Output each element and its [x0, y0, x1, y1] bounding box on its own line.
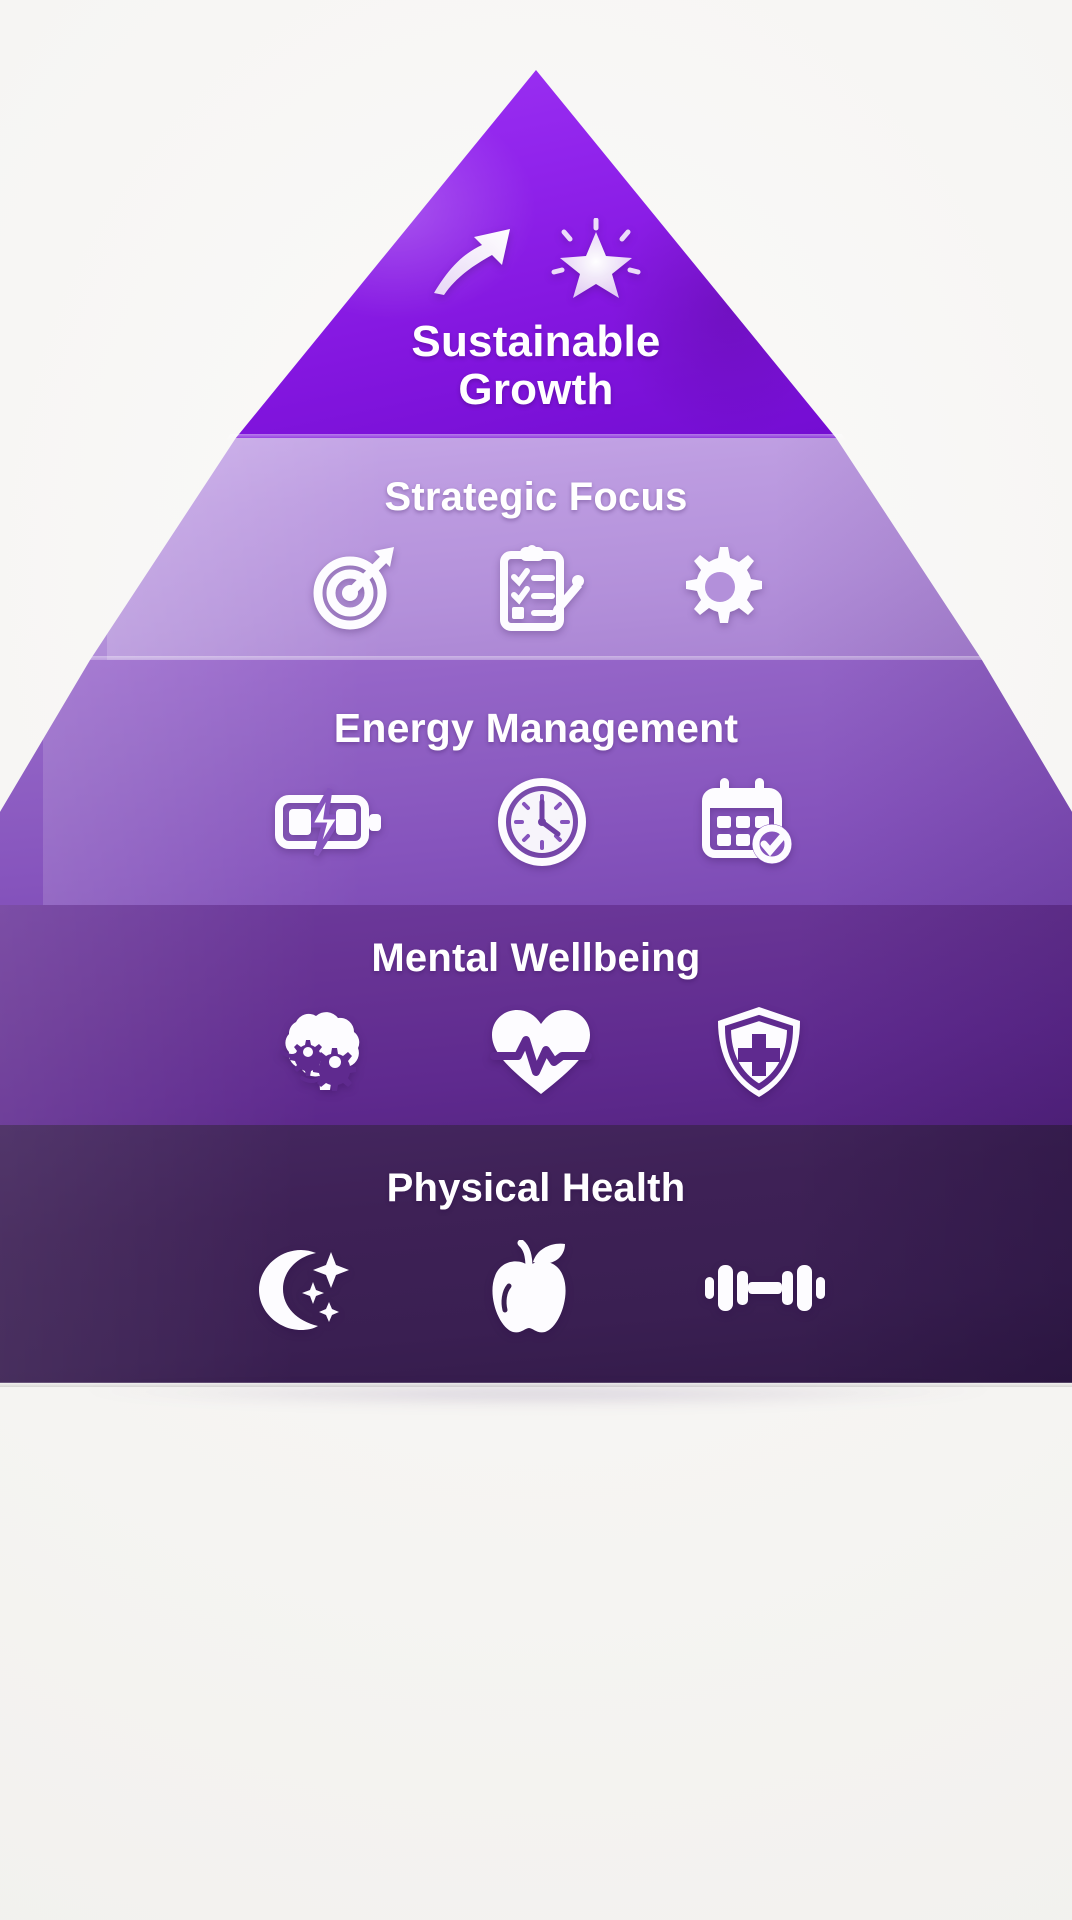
tier-5-face [0, 1125, 1072, 1383]
brain-gears-icon [266, 1008, 370, 1096]
tier-5-label: Physical Health [386, 1166, 686, 1210]
dumbbell-icon [703, 1255, 827, 1321]
tier-2-content: Strategic Focus [0, 438, 1072, 660]
sparkle-star-icon [550, 218, 642, 302]
calendar-check-icon [698, 776, 798, 868]
tier-2-icon-row [0, 541, 1072, 633]
tier-5-icon-row [0, 1240, 1072, 1336]
pyramid-tier-strategic-focus[interactable]: Strategic Focus [0, 438, 1072, 660]
tier-2-label: Strategic Focus [384, 475, 688, 519]
pyramid-tier-physical-health[interactable]: Physical Health [0, 1125, 1072, 1383]
tier-3-content: Energy Management [0, 660, 1072, 905]
moon-stars-icon [245, 1242, 355, 1334]
growth-arrow-icon [430, 223, 516, 297]
apple-icon [483, 1240, 575, 1336]
tier-1-icon-row [0, 218, 1072, 302]
tier-4-label: Mental Wellbeing [371, 936, 701, 980]
heart-pulse-icon [488, 1006, 594, 1098]
tier-1-content: Sustainable Growth [0, 70, 1072, 438]
pyramid-tier-sustainable-growth[interactable]: Sustainable Growth [0, 70, 1072, 438]
clock-icon [496, 776, 588, 868]
clipboard-checklist-pencil-icon [492, 541, 584, 633]
pyramid-drop-shadow [18, 1388, 1058, 1414]
tier-4-icon-row [0, 1004, 1072, 1100]
tier-5-content: Physical Health [0, 1125, 1072, 1383]
battery-charging-icon [274, 785, 386, 859]
shield-medical-cross-icon [712, 1004, 806, 1100]
pyramid-tier-mental-wellbeing[interactable]: Mental Wellbeing [0, 905, 1072, 1125]
pyramid-base-edge [0, 1382, 1072, 1387]
tier-3-icon-row [0, 776, 1072, 868]
pyramid-tier-energy-management[interactable]: Energy Management [0, 660, 1072, 905]
gear-icon [676, 543, 764, 631]
tier-1-label: Sustainable Growth [411, 317, 661, 414]
tier-4-content: Mental Wellbeing [0, 905, 1072, 1125]
target-icon [308, 541, 400, 633]
tier-3-label: Energy Management [333, 705, 739, 751]
